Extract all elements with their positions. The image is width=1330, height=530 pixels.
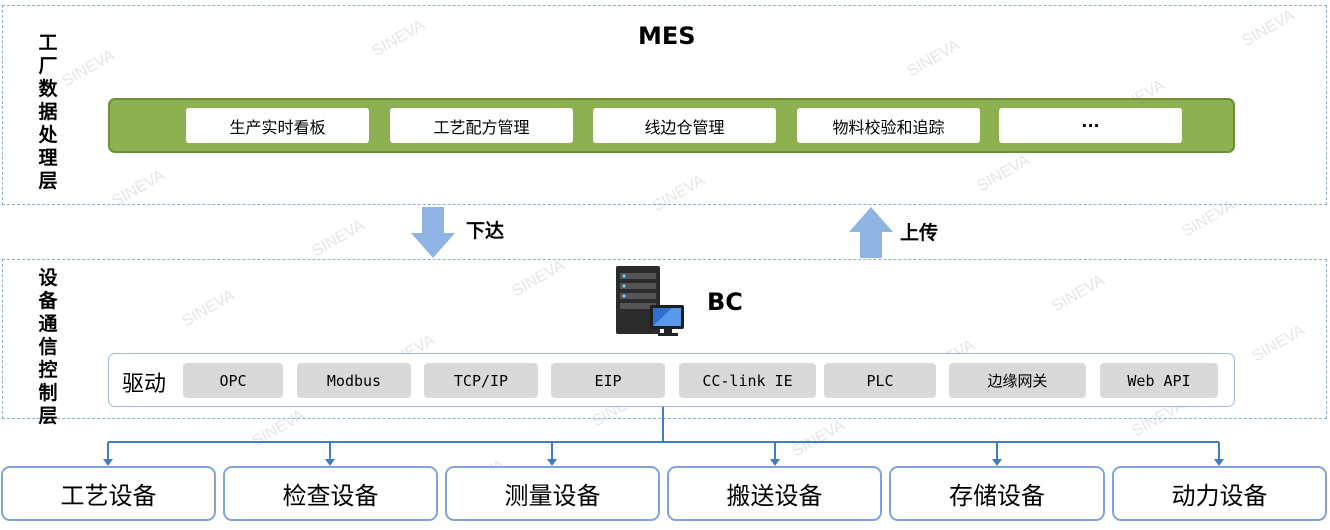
down-arrow-label: 下达 — [466, 220, 505, 242]
device-transport[interactable]: 搬送设备 — [667, 466, 882, 521]
device-inspection[interactable]: 检查设备 — [223, 466, 438, 521]
driver-edge-gateway[interactable]: 边缘网关 — [949, 363, 1086, 398]
device-power[interactable]: 动力设备 — [1112, 466, 1327, 521]
mes-module-lineside-warehouse[interactable]: 线边仓管理 — [593, 108, 776, 143]
server-icon — [616, 266, 684, 336]
device-measurement[interactable]: 测量设备 — [445, 466, 660, 521]
device-process[interactable]: 工艺设备 — [1, 466, 216, 521]
mes-module-material-tracking[interactable]: 物料校验和追踪 — [797, 108, 980, 143]
driver-web-api[interactable]: Web API — [1100, 363, 1218, 398]
up-arrow-label: 上传 — [900, 222, 939, 244]
driver-tcp-ip[interactable]: TCP/IP — [424, 363, 538, 398]
mes-module-more[interactable]: ··· — [999, 108, 1182, 143]
watermark: SINEVA — [309, 216, 368, 261]
up-arrow-icon — [849, 207, 893, 258]
data-processing-layer — [2, 5, 1327, 205]
data-processing-layer-label: 工厂数据处理层 — [38, 32, 58, 192]
driver-cc-link-ie[interactable]: CC-link IE — [679, 363, 816, 398]
device-storage[interactable]: 存储设备 — [889, 466, 1105, 521]
driver-eip[interactable]: EIP — [551, 363, 665, 398]
device-communication-layer-label: 设备通信控制层 — [38, 267, 58, 427]
driver-opc[interactable]: OPC — [183, 363, 283, 398]
driver-label: 驱动 — [122, 372, 167, 397]
mes-module-recipe[interactable]: 工艺配方管理 — [390, 108, 573, 143]
driver-modbus[interactable]: Modbus — [297, 363, 411, 398]
down-arrow-icon — [411, 207, 455, 258]
bc-title: BC — [707, 288, 743, 316]
driver-plc[interactable]: PLC — [824, 363, 936, 398]
device-connector-tree — [103, 407, 1224, 466]
mes-module-dashboard[interactable]: 生产实时看板 — [186, 108, 369, 143]
mes-title: MES — [638, 22, 696, 50]
device-communication-layer — [2, 259, 1327, 419]
